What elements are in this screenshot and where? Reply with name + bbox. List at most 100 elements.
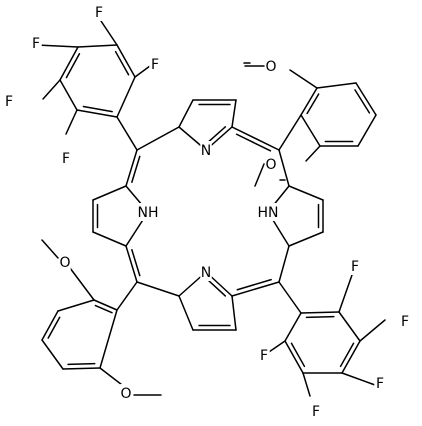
methoxy-oxygen-label: O [59,255,70,271]
fluorine-atom-label-backdrop [60,149,72,167]
single-bond [65,109,78,135]
single-bond [98,17,118,46]
double-bond-inner [67,362,96,366]
fluorine-atom-label-backdrop [349,257,361,275]
double-bond [125,149,138,187]
double-bond-inner [235,133,272,152]
fluorine-atom-label-backdrop [310,402,322,420]
double-bond [300,87,318,116]
single-bond [77,44,118,48]
fluorine-atom-label-backdrop [93,3,105,21]
single-bond [231,295,237,331]
single-bond [69,267,95,301]
single-bond [338,274,353,313]
double-bond-inner [305,315,335,319]
single-bond [302,372,311,397]
methoxy-oxygen-label-backdrop [59,253,71,271]
methoxy-oxygen-label-backdrop [265,155,277,173]
double-bond-inner [47,316,61,339]
fluorine-atom-label: F [351,259,359,275]
single-bond [305,145,321,162]
double-bond-inner [306,93,320,115]
double-bond [116,44,136,78]
fluorine-atom-label: F [401,314,409,330]
double-bond-inner [82,105,113,113]
double-bond-inner [131,248,141,277]
fluorine-atom-label-backdrop [399,312,411,330]
fluorine-atom-label: F [151,57,159,73]
double-bond [125,245,138,283]
single-bond [357,114,377,147]
single-bond [289,69,318,89]
methoxy-oxygen-label: O [120,386,131,402]
fluorine-atom-label: F [376,376,384,392]
pyrrole-nitrogen-label: N [201,265,211,281]
fluorine-atom-label: F [312,404,320,420]
single-bond [284,312,302,342]
single-bond [59,79,78,111]
pyrrole-nh-label-backdrop [138,203,158,221]
double-bond [284,340,304,374]
fluorine-atom-label: F [260,348,268,364]
double-bond-inner [290,342,306,368]
pyrrole-nitrogen-label-backdrop [200,141,212,159]
single-bond [278,149,290,187]
double-bond [41,310,59,341]
fluorine-atom-label-backdrop [3,92,15,110]
single-bond [136,281,180,297]
fluorine-atom-label-backdrop [30,34,42,52]
single-bond [338,311,361,342]
single-bond [92,185,127,201]
single-bond [136,126,180,151]
double-bond [93,299,118,311]
pyrrole-hn-label: HN [258,205,279,221]
double-bond [231,126,280,151]
methoxy-oxygen-label: O [265,157,276,173]
single-bond [359,319,386,342]
single-bond [288,231,324,247]
double-bond-inner [94,304,113,314]
methoxy-oxygen-label-backdrop [265,57,277,75]
single-bond [178,295,194,331]
single-bond [99,309,118,369]
methoxy-oxygen-label: O [265,59,276,75]
fluorine-atom-label-backdrop [374,374,386,392]
single-bond [116,116,138,151]
single-bond [41,339,64,370]
double-bond-inner [354,89,371,114]
single-bond [57,299,95,312]
single-bond [316,82,357,89]
fluorine-atom-label: F [32,36,40,52]
double-bond-inner [236,278,272,291]
methoxy-oxygen-label-backdrop [120,384,132,402]
double-bond-inner [205,277,227,297]
double-bond-inner [131,155,141,184]
fluorine-atom-label: F [62,151,70,167]
single-bond [36,44,79,48]
fluorine-atom-label-backdrop [258,346,270,364]
single-bond [116,76,136,118]
pyrrole-nitrogen-label-backdrop [200,263,212,281]
double-bond-inner [114,50,130,76]
single-bond [278,114,302,151]
fluorine-atom-label-backdrop [149,55,161,73]
single-bond [92,231,127,247]
methyl-bond [41,239,59,259]
single-bond [178,99,194,128]
double-bond [231,281,280,297]
single-bond [231,99,237,128]
double-bond [341,340,361,374]
pyrrole-nitrogen-label: N [201,143,211,159]
methyl-bond [254,163,265,187]
double-bond [355,82,377,116]
fluorine-atom-label: F [95,5,103,21]
double-bond-inner [205,126,227,145]
double-bond [59,46,79,81]
single-bond [278,245,290,283]
double-bond [62,367,101,370]
pyrrole-nh-label: NH [138,205,159,221]
single-bond [288,185,324,201]
double-bond [300,311,340,314]
